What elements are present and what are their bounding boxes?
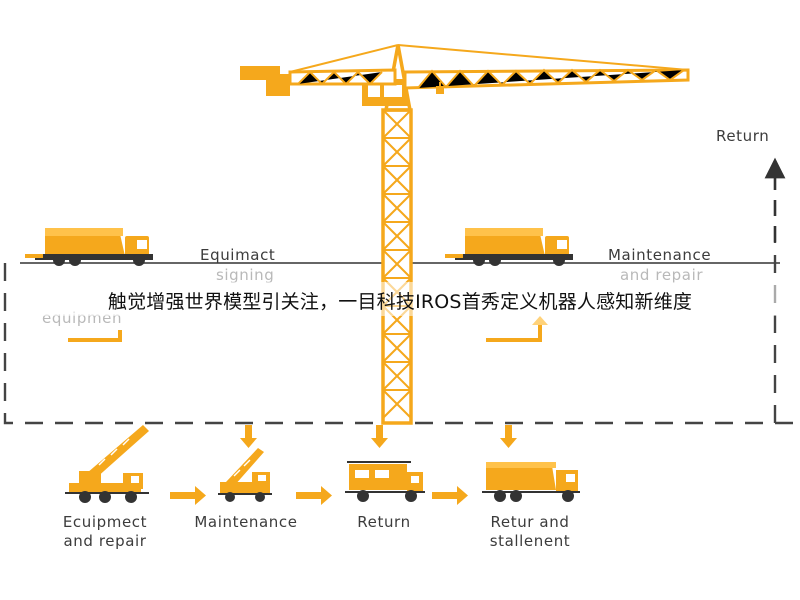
bottom-label-3: Return [334, 513, 434, 532]
top-right-subtitle: and repair [620, 266, 704, 284]
bottom-label-4: Retur and stallenent [460, 513, 600, 551]
right-arrow-icon [170, 486, 468, 505]
top-left-title: Equimact [200, 246, 276, 264]
bottom-label-2-line1: Maintenance [194, 513, 298, 531]
orange-up-arrow-icon [532, 316, 548, 325]
bottom-label-1-line1: Ecuipmect [62, 513, 148, 531]
boom-truck-icon [218, 448, 272, 502]
bottom-label-3-line1: Return [357, 513, 411, 531]
top-right-title: Maintenance [608, 246, 712, 264]
down-arrow-icon [240, 425, 517, 448]
top-left-subtitle: signing [216, 266, 275, 284]
caption: 触觉增强世界模型引关注，一目科技IROS首秀定义机器人感知新维度 [107, 291, 693, 313]
bottom-label-4-line1: Retur and [490, 513, 570, 531]
bottom-label-2: Maintenance [176, 513, 316, 532]
dump-truck-icon [482, 462, 580, 502]
dump-truck-icon [445, 228, 573, 266]
bottom-label-4-line2: stallenent [489, 532, 571, 550]
dump-truck-icon [25, 228, 153, 266]
dashed-loop [3, 242, 800, 425]
crane-truck-icon [65, 425, 149, 503]
caption-band [20, 282, 780, 316]
flatbed-truck-icon [345, 461, 425, 502]
tower-crane-icon [240, 44, 690, 425]
orange-connector-arrow [68, 325, 542, 342]
return-label: Return [716, 127, 770, 145]
bottom-label-1-line2: and repair [63, 532, 147, 550]
bottom-label-1: Ecuipmect and repair [40, 513, 170, 551]
